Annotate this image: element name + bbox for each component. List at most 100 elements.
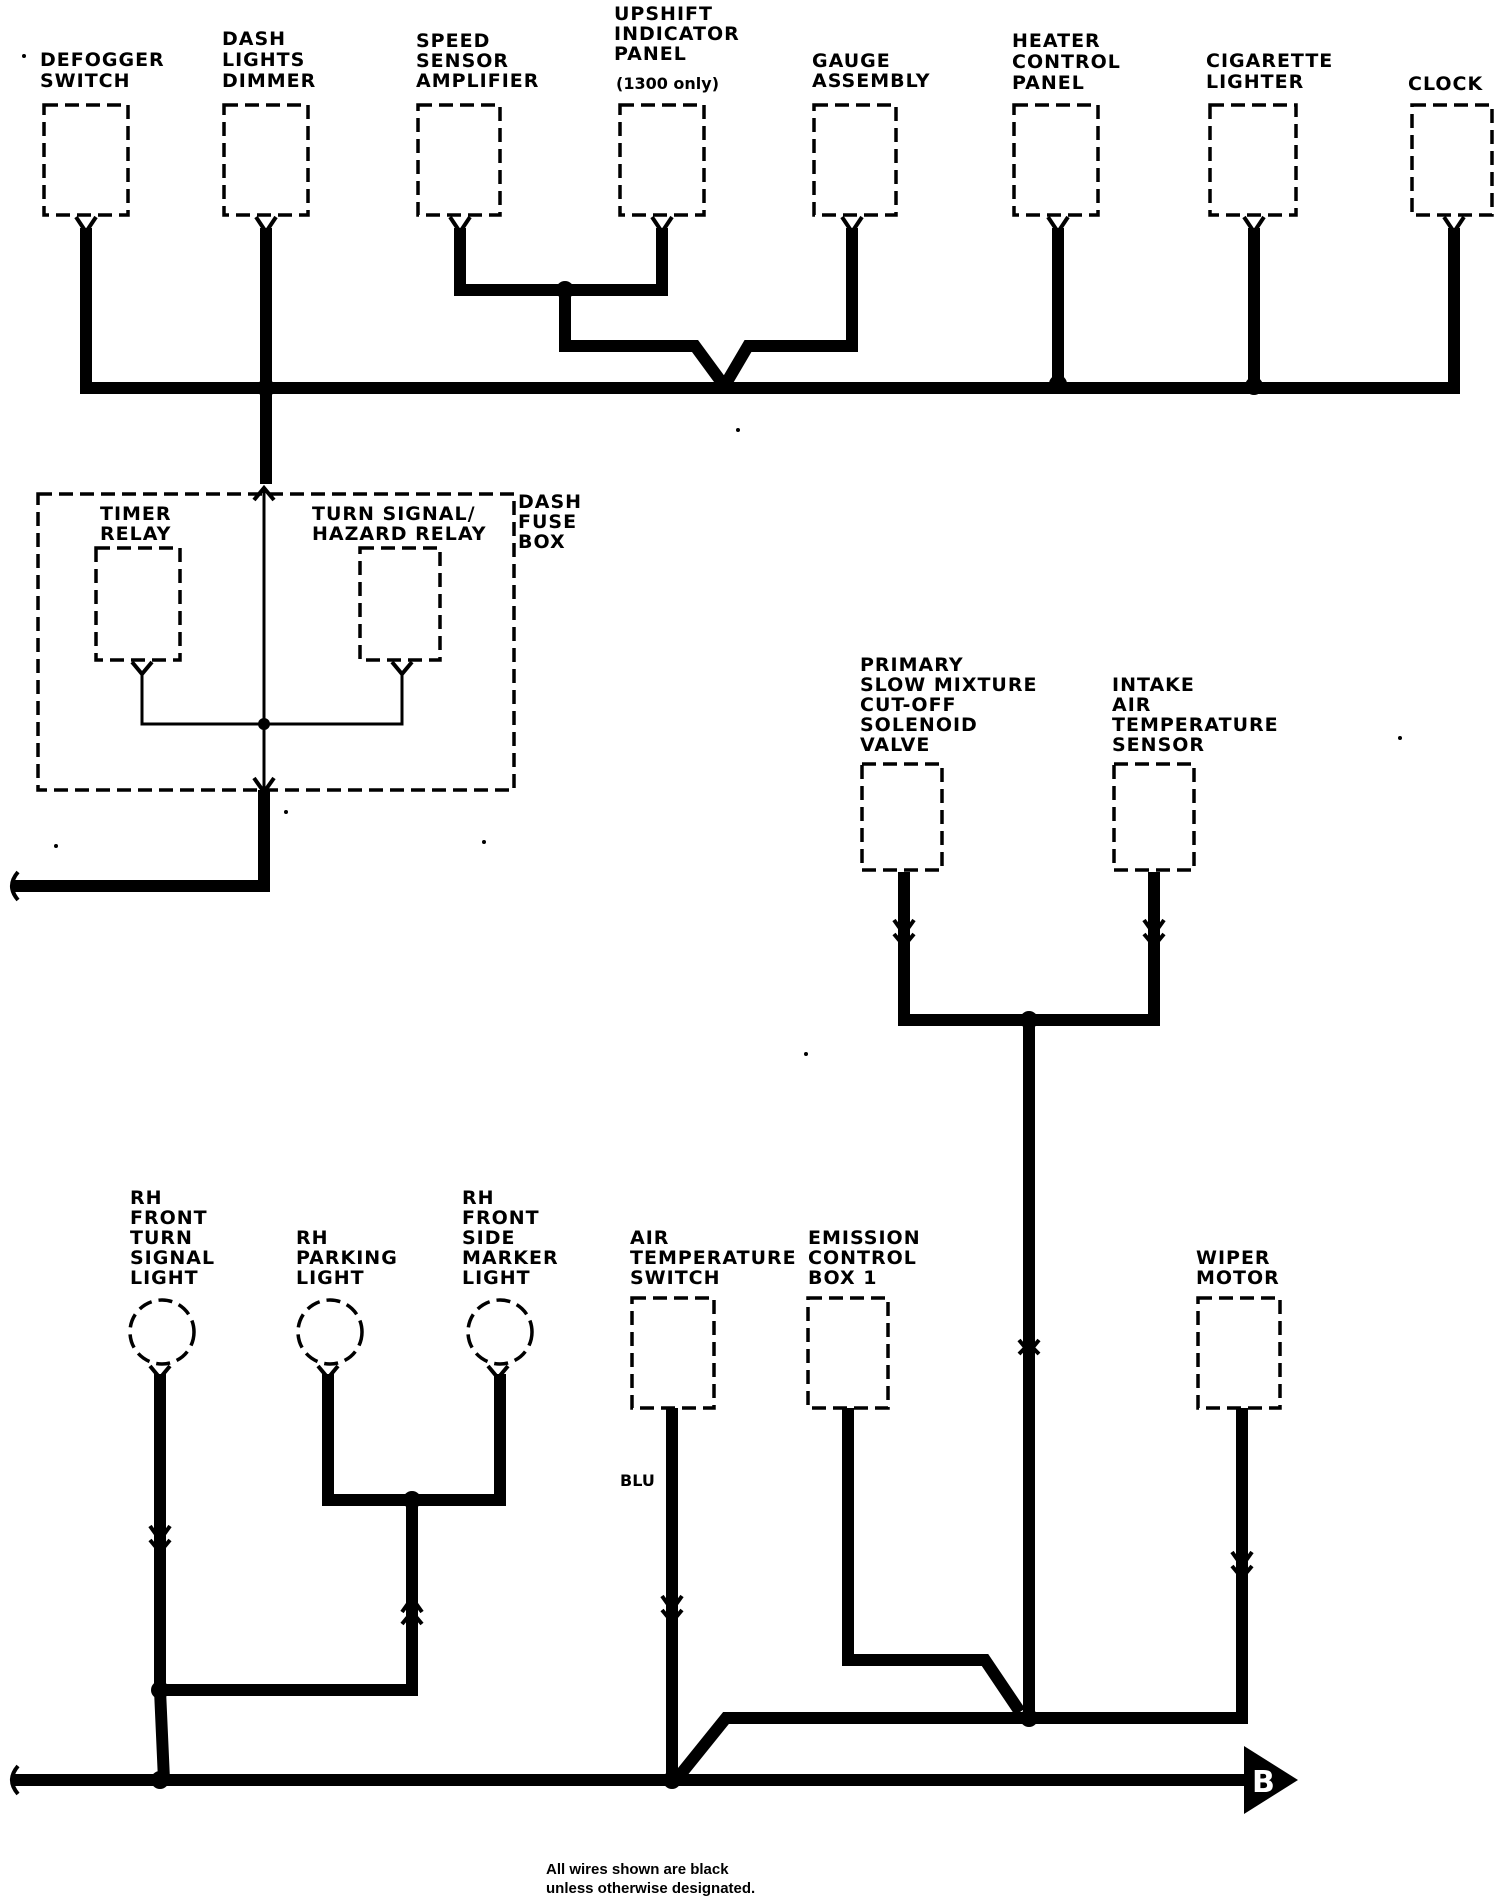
label-line: SENSOR [1112, 734, 1205, 756]
label-line: LIGHTER [1206, 71, 1304, 93]
label-line: RH [462, 1187, 495, 1209]
label-line: BOX 1 [808, 1267, 877, 1289]
label-line: DASH [518, 491, 582, 513]
label-line: FRONT [130, 1207, 208, 1229]
blu-wire-label: BLU [620, 1471, 655, 1490]
left-edge-connector [10, 870, 20, 902]
label-line: (1300 only) [616, 74, 719, 93]
label-line: PANEL [614, 43, 687, 65]
label-line: TURN [130, 1227, 193, 1249]
clock-box [1410, 103, 1494, 217]
label-line: SLOW MIXTURE [860, 674, 1037, 696]
rh-front-turn-signal-light-bulb [128, 1298, 196, 1366]
ground-bus: B [10, 1746, 1298, 1814]
label-line: GAUGE [812, 50, 891, 72]
label-line: SOLENOID [860, 714, 978, 736]
label-line: LIGHT [296, 1267, 365, 1289]
label-upshift-indicator-panel: UPSHIFT INDICATOR PANEL (1300 only) [614, 3, 740, 93]
label-line: LIGHT [462, 1267, 531, 1289]
bottom-right-wiring [660, 1408, 1254, 1784]
label-line: DASH [222, 28, 286, 50]
upshift-indicator-panel-box [618, 103, 706, 217]
label-dash-lights-dimmer: DASH LIGHTS DIMMER [222, 28, 316, 92]
label-rh-parking-light: RH PARKING LIGHT [296, 1227, 398, 1289]
ground-arrow-icon [1244, 1746, 1298, 1814]
label-speed-sensor-amplifier: SPEED SENSOR AMPLIFIER [416, 30, 539, 92]
label-line: INDICATOR [614, 23, 740, 45]
label-line: CONTROL [1012, 51, 1121, 73]
label-line: SWITCH [630, 1267, 721, 1289]
label-line: INTAKE [1112, 674, 1195, 696]
label-line: TEMPERATURE [1112, 714, 1279, 736]
label-defogger-switch: DEFOGGER SWITCH [40, 49, 165, 92]
heater-control-panel-box [1012, 103, 1100, 217]
label-line: FRONT [462, 1207, 540, 1229]
label-line: HEATER [1012, 30, 1101, 52]
dash-lights-dimmer-box [222, 103, 310, 217]
label-line: RH [130, 1187, 163, 1209]
label-line: DIMMER [222, 70, 316, 92]
label-line: WIPER [1196, 1247, 1271, 1269]
label-line: BOX [518, 531, 566, 553]
emission-control-box-box [806, 1296, 890, 1410]
label-line: ASSEMBLY [812, 70, 931, 92]
label-rh-front-turn-signal-light: RH FRONT TURN SIGNAL LIGHT [130, 1187, 215, 1289]
label-intake-air-temperature-sensor: INTAKE AIR TEMPERATURE SENSOR [1112, 674, 1279, 756]
label-line: SIDE [462, 1227, 516, 1249]
bottom-left-wiring [148, 1364, 510, 1781]
label-line: TIMER [100, 503, 172, 525]
label-primary-slow-mixture-valve: PRIMARY SLOW MIXTURE CUT-OFF SOLENOID VA… [860, 654, 1037, 756]
label-line: HAZARD RELAY [312, 523, 486, 545]
footnote: All wires shown are black unless otherwi… [546, 1861, 755, 1897]
label-line: PANEL [1012, 72, 1085, 94]
label-rh-front-side-marker-light: RH FRONT SIDE MARKER LIGHT [462, 1187, 559, 1289]
label-line: SIGNAL [130, 1247, 215, 1269]
label-line: RELAY [100, 523, 171, 545]
label-gauge-assembly: GAUGE ASSEMBLY [812, 50, 931, 92]
label-line: UPSHIFT [614, 3, 713, 25]
label-line: EMISSION [808, 1227, 921, 1249]
label-line: AIR [630, 1227, 669, 1249]
speed-sensor-amplifier-box [416, 103, 502, 217]
label-line: AMPLIFIER [416, 70, 539, 92]
rh-parking-light-bulb [296, 1298, 364, 1366]
label-wiper-motor: WIPER MOTOR [1196, 1247, 1280, 1289]
print-speckles [22, 54, 1402, 1662]
label-line: SPEED [416, 30, 490, 52]
dash-fuse-box: DASH FUSE BOX TIMER RELAY TURN SIGNAL/ H… [36, 484, 582, 796]
primary-slow-mixture-valve-box [860, 762, 944, 872]
label-line: PARKING [296, 1247, 398, 1269]
label-line: VALVE [860, 734, 930, 756]
label-line: CIGARETTE [1206, 50, 1333, 72]
defogger-switch-box [42, 103, 130, 217]
label-line: RH [296, 1227, 329, 1249]
middle-right-wiring [892, 872, 1166, 1718]
label-line: AIR [1112, 694, 1151, 716]
label-line: SWITCH [40, 70, 131, 92]
label-line: CONTROL [808, 1247, 917, 1269]
top-bus-wiring [80, 228, 1460, 484]
footnote-line: unless otherwise designated. [546, 1880, 755, 1897]
cigarette-lighter-box [1208, 103, 1298, 217]
footnote-line: All wires shown are black [546, 1861, 729, 1878]
label-line: FUSE [518, 511, 577, 533]
label-line: DEFOGGER [40, 49, 165, 71]
wiper-motor-box [1196, 1296, 1282, 1410]
label-air-temperature-switch: AIR TEMPERATURE SWITCH [630, 1227, 796, 1289]
label-cigarette-lighter: CIGARETTE LIGHTER [1206, 50, 1333, 93]
gauge-assembly-box [812, 103, 898, 217]
rh-front-side-marker-light-bulb [466, 1298, 534, 1366]
ground-marker-label: B [1252, 1765, 1275, 1800]
label-line: MARKER [462, 1247, 559, 1269]
timer-relay-box [94, 546, 182, 662]
label-line: LIGHTS [222, 49, 305, 71]
label-line: SENSOR [416, 50, 509, 72]
label-line: MOTOR [1196, 1267, 1280, 1289]
top-junction-dots [257, 281, 1263, 397]
label-clock: CLOCK [1408, 73, 1482, 95]
intake-air-temperature-sensor-box [1112, 762, 1196, 872]
label-heater-control-panel: HEATER CONTROL PANEL [1012, 30, 1121, 94]
label-line: CUT-OFF [860, 694, 957, 716]
label-line: TURN SIGNAL/ [312, 503, 476, 525]
